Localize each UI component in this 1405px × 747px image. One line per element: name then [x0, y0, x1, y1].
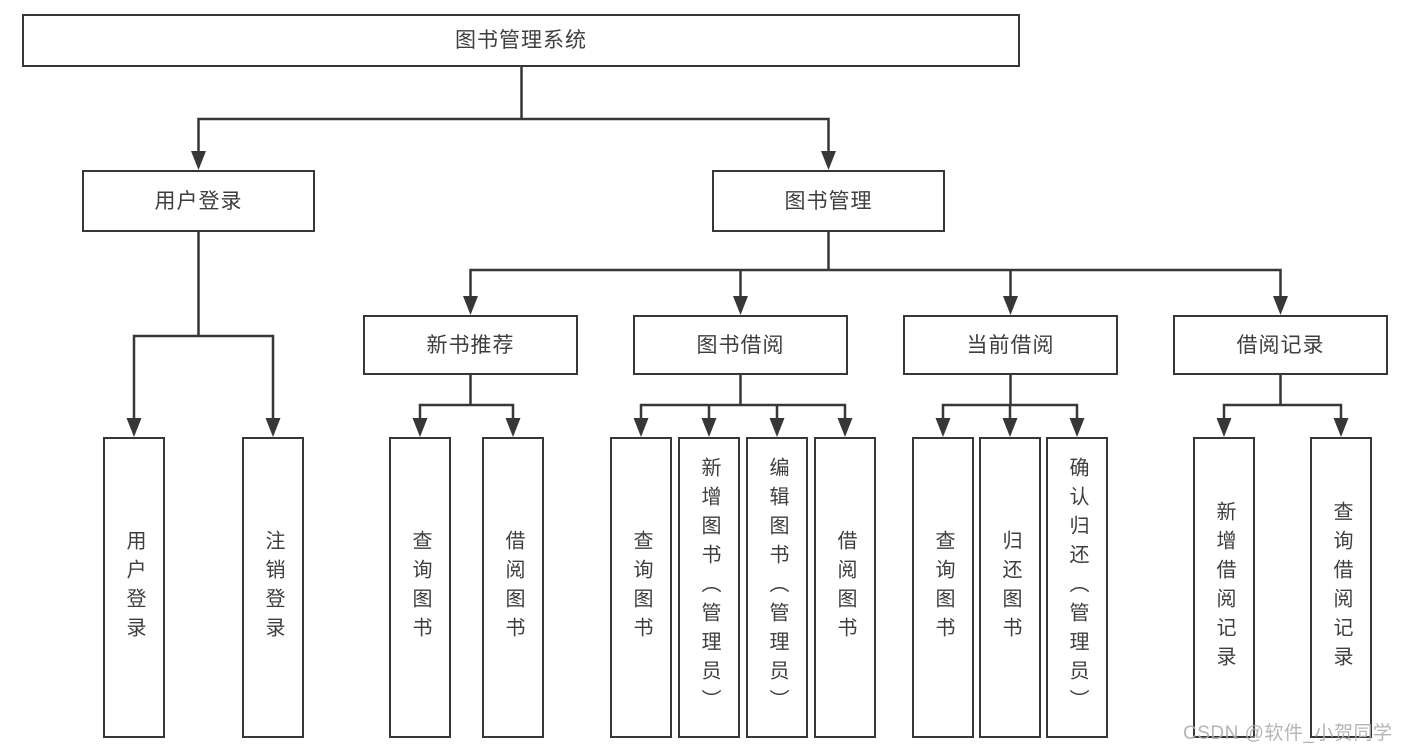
leaf-user-login: 用户登录 — [103, 437, 165, 738]
arrow-down-icon — [265, 418, 281, 437]
leaf-borrow-books-recommend: 借阅图书 — [482, 437, 544, 738]
node-current-borrow: 当前借阅 — [903, 315, 1118, 375]
csdn-watermark: CSDN @软件_小贺同学 — [1183, 723, 1393, 744]
leaf-query-borrow-record: 查询借阅记录 — [1310, 437, 1372, 738]
arrow-down-icon — [701, 418, 717, 437]
leaf-query-books-current: 查询图书 — [912, 437, 974, 738]
node-book-management: 图书管理 — [712, 170, 945, 232]
connector-lines — [132, 66, 1343, 422]
leaf-query-books-recommend: 查询图书 — [389, 437, 451, 738]
arrow-down-icon — [191, 151, 206, 170]
arrow-down-icon — [1333, 418, 1349, 437]
arrow-down-icon — [1273, 296, 1288, 315]
arrow-down-icon — [769, 418, 785, 437]
node-user-login: 用户登录 — [82, 170, 315, 232]
arrow-down-icon — [1002, 418, 1018, 437]
arrow-down-icon — [837, 418, 853, 437]
arrow-down-icon — [733, 296, 748, 315]
arrow-down-icon — [126, 418, 142, 437]
leaf-edit-book-admin: 编辑图书（管理员） — [746, 437, 808, 738]
node-borrow-records: 借阅记录 — [1173, 315, 1388, 375]
node-library-system: 图书管理系统 — [22, 14, 1020, 67]
arrowheads — [126, 151, 1349, 437]
node-book-borrow: 图书借阅 — [633, 315, 848, 375]
arrow-down-icon — [505, 418, 521, 437]
leaf-confirm-return-admin: 确认归还（管理员） — [1046, 437, 1108, 738]
leaf-add-borrow-record: 新增借阅记录 — [1193, 437, 1255, 738]
arrow-down-icon — [1003, 296, 1018, 315]
leaf-query-books-borrow: 查询图书 — [610, 437, 672, 738]
leaf-logout: 注销登录 — [242, 437, 304, 738]
leaf-return-book: 归还图书 — [979, 437, 1041, 738]
arrow-down-icon — [412, 418, 428, 437]
leaf-add-book-admin: 新增图书（管理员） — [678, 437, 740, 738]
arrow-down-icon — [821, 151, 836, 170]
arrow-down-icon — [463, 296, 478, 315]
arrow-down-icon — [935, 418, 951, 437]
leaf-borrow-books: 借阅图书 — [814, 437, 876, 738]
arrow-down-icon — [1216, 418, 1232, 437]
arrow-down-icon — [1069, 418, 1085, 437]
arrow-down-icon — [633, 418, 649, 437]
node-new-book-recommend: 新书推荐 — [363, 315, 578, 375]
